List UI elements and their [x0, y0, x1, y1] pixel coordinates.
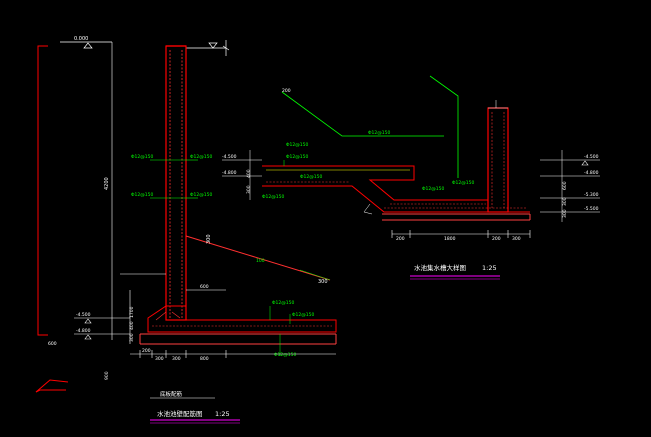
- side-dimension: 1700: [129, 306, 135, 318]
- top-level-label: 0.000: [74, 36, 88, 42]
- base-dimension: 200: [142, 348, 151, 354]
- rebar-label: Φ12@150: [292, 312, 314, 318]
- right-dimension: 300: [562, 209, 568, 218]
- right-wall: [487, 100, 509, 213]
- wall-rebar-labels: Φ12@150 Φ12@150 Φ12@150 Φ12@150: [131, 154, 212, 199]
- level-label: -4.500: [222, 154, 237, 160]
- right-callout: 200 Φ12@150: [281, 75, 459, 178]
- side-dimension: 600: [200, 284, 209, 290]
- left-dimension: 600: [48, 341, 57, 347]
- level-label: -5.500: [584, 206, 599, 212]
- bottom-dimension: 200: [492, 236, 501, 242]
- base-rebar-labels: Φ12@150 Φ12@150 Φ12@150: [269, 300, 314, 358]
- slope-label: 100: [256, 258, 265, 264]
- ground-line: [186, 40, 230, 56]
- rebar-label: Φ12@150: [262, 194, 284, 200]
- level-label: -4.500: [76, 312, 91, 318]
- base-dimension: 300: [155, 356, 164, 362]
- side-dimension: 400: [246, 169, 252, 178]
- top-level-marker: 0.000 4200: [60, 36, 113, 340]
- level-label: -5.300: [584, 192, 599, 198]
- rebar-label: Φ12@150: [190, 192, 212, 198]
- right-title-block: 水池集水槽大样图 1:25: [410, 263, 500, 280]
- slope-note: 300: [206, 234, 212, 244]
- left-title: 水池池壁配筋图: [157, 409, 203, 418]
- hook-detail: [35, 379, 69, 393]
- rebar-label: Φ12@150: [452, 180, 474, 186]
- bottom-dimension: 1800: [444, 236, 456, 242]
- right-title: 水池集水槽大样图: [414, 263, 466, 272]
- rebar-label: Φ12@150: [131, 154, 153, 160]
- right-left-levels: -4.500 -4.800 400 300: [222, 150, 262, 200]
- level-label: -4.500: [584, 154, 599, 160]
- subnote: 底板配筋: [160, 390, 183, 398]
- right-slab: [262, 165, 531, 221]
- rebar-label: Φ12@150: [272, 300, 294, 306]
- rebar-label: Φ12@150: [131, 192, 153, 198]
- base-bottom-dims: 200 300 300 800 900: [104, 348, 336, 380]
- right-dimension: 600: [562, 181, 568, 190]
- base-side-dims: 1700 400 300 600: [120, 273, 226, 344]
- right-rebar-labels: Φ12@150 Φ12@150 Φ12@150 Φ12@150 Φ12@150 …: [262, 142, 474, 200]
- slope-dimension: 300: [318, 279, 328, 285]
- rebar-label: Φ12@150: [286, 154, 308, 160]
- slope-line: 300 100 300: [185, 234, 331, 285]
- side-dimension: 300: [129, 333, 135, 342]
- bottom-dimension: 200: [396, 236, 405, 242]
- rebar-label: Φ12@150: [422, 186, 444, 192]
- right-rebar-label: Φ12@150: [368, 130, 390, 136]
- rebar-label: Φ12@150: [300, 174, 322, 180]
- left-scale: 1:25: [215, 410, 230, 418]
- right-bottom-dims: 200 1800 200 300: [391, 230, 531, 242]
- level-label: -4.800: [584, 170, 599, 176]
- right-levels: -4.500 -4.800 -5.300 -5.500 600 300 300: [540, 150, 600, 222]
- rebar-label: Φ12@150: [286, 142, 308, 148]
- base-dimension: 300: [172, 356, 181, 362]
- rebar-label: Φ12@150: [274, 352, 296, 358]
- height-dimension: 4200: [104, 177, 110, 190]
- rebar-label: Φ12@150: [190, 154, 212, 160]
- level-label: -4.800: [76, 328, 91, 334]
- right-dimension: 300: [562, 197, 568, 206]
- left-title-block: 底板配筋 水池池壁配筋图 1:25: [150, 390, 240, 424]
- side-dimension: 300: [246, 185, 252, 194]
- right-top-label: 200: [282, 88, 291, 94]
- left-wall: [165, 45, 187, 321]
- right-scale: 1:25: [482, 264, 497, 272]
- side-dimension: 400: [129, 321, 135, 330]
- level-label: -4.800: [222, 170, 237, 176]
- bottom-label: 900: [104, 371, 110, 380]
- base-dimension: 800: [200, 356, 209, 362]
- bottom-dimension: 300: [512, 236, 521, 242]
- left-levels: -4.500 -4.800 600: [48, 312, 130, 347]
- left-base-slab: [139, 305, 337, 345]
- left-bracket: [37, 45, 48, 336]
